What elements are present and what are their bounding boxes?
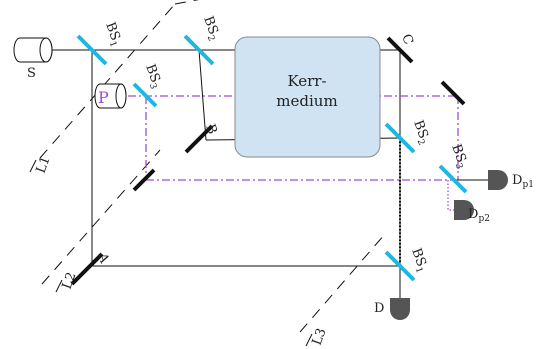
source-s-label: S xyxy=(27,66,36,81)
label-bs2-top: BS2 xyxy=(198,14,222,43)
kerr-medium-box xyxy=(234,36,381,158)
kerr-medium-label-line2: medium xyxy=(276,92,337,110)
dashed-line-l1 xyxy=(39,3,176,159)
label-bs1-top: BS1 xyxy=(100,20,124,49)
label-mirror-a: A xyxy=(94,250,112,265)
dashed-line-labels: L1 L2 L3 xyxy=(29,154,330,347)
label-detector-dp2: Dp2 xyxy=(468,207,490,224)
dashed-lines xyxy=(39,0,386,333)
label-bs3-right: BS3 xyxy=(446,142,470,171)
beamsplitter-labels: BS1 BS2 BS3 BS2 BS3 BS1 xyxy=(100,14,470,275)
dotted-path-to-dp2 xyxy=(447,180,455,211)
label-bs3-left: BS3 xyxy=(140,62,164,91)
detectors xyxy=(390,170,508,320)
beamsplitter-bs2-top xyxy=(183,34,215,66)
label-l2-tick xyxy=(55,279,63,293)
mirror-c xyxy=(386,36,414,64)
beam-bs2-to-b xyxy=(198,49,207,141)
mirror-pump-top-right xyxy=(440,80,466,106)
detector-dp1-icon xyxy=(488,170,508,190)
dashed-line-l3 xyxy=(299,233,386,333)
pump-source-p: P xyxy=(94,83,127,109)
mirrors xyxy=(70,36,466,286)
label-detector-d: D xyxy=(374,301,384,316)
beamsplitter-bs2-right xyxy=(384,122,416,154)
label-mirror-c: C xyxy=(398,32,416,47)
label-l2: L2 xyxy=(60,270,80,291)
label-l1-tick xyxy=(29,159,37,173)
source-s: S xyxy=(13,37,53,81)
beamsplitter-bs1-bottom xyxy=(384,250,416,282)
beamsplitter-bs3-right xyxy=(438,164,468,194)
dashed-line-l2 xyxy=(41,149,161,285)
kerr-medium-label-line1: Kerr- xyxy=(287,72,326,90)
label-bs2-right: BS2 xyxy=(408,118,432,147)
label-l3: L3 xyxy=(310,326,330,347)
beamsplitter-bs3-left xyxy=(132,82,158,108)
mirror-pump-bottom-left xyxy=(132,168,156,192)
source-s-front xyxy=(39,37,53,63)
pump-source-label: P xyxy=(98,88,109,107)
label-detector-dp1: Dp1 xyxy=(512,173,534,190)
detector-d-icon xyxy=(390,298,410,320)
beamsplitters xyxy=(76,34,468,282)
detector-dp2-icon xyxy=(454,200,474,220)
label-l1: L1 xyxy=(34,154,54,175)
dashed-line-l1-upper xyxy=(174,0,200,5)
label-l3-tick xyxy=(305,333,313,347)
mirror-a xyxy=(70,252,104,286)
beamsplitter-bs1-top xyxy=(76,34,108,66)
mirror-b xyxy=(184,124,214,154)
label-bs1-bottom: BS1 xyxy=(406,246,430,275)
pump-source-front xyxy=(115,83,127,109)
